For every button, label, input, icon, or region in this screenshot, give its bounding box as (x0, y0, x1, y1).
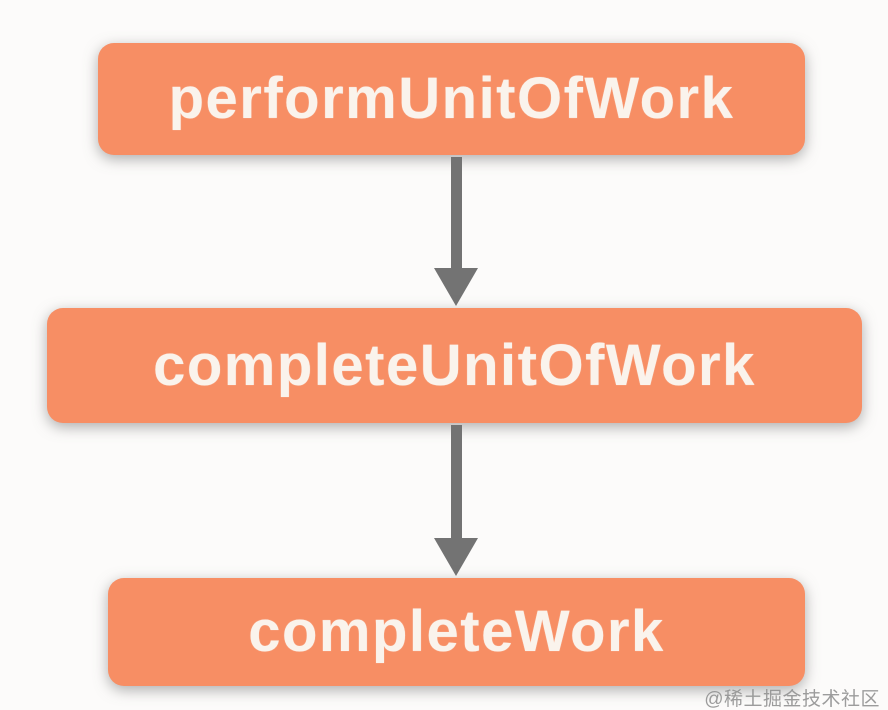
flow-node-label: completeWork (248, 599, 665, 664)
watermark-text: @稀土掘金技术社区 (704, 689, 880, 710)
flow-node-label: performUnitOfWork (168, 66, 735, 131)
arrow-head (434, 268, 478, 306)
flow-node-label: completeUnitOfWork (153, 332, 756, 398)
arrow-head (434, 538, 478, 576)
arrow-down-icon (434, 425, 478, 576)
arrow-down-icon (434, 157, 478, 306)
arrow-shaft (450, 157, 462, 268)
flow-node-complete-unit-of-work: completeUnitOfWork (47, 308, 862, 423)
arrow-shaft (450, 425, 462, 538)
flow-node-complete-work: completeWork (108, 578, 805, 686)
flow-node-perform-unit-of-work: performUnitOfWork (98, 43, 805, 155)
